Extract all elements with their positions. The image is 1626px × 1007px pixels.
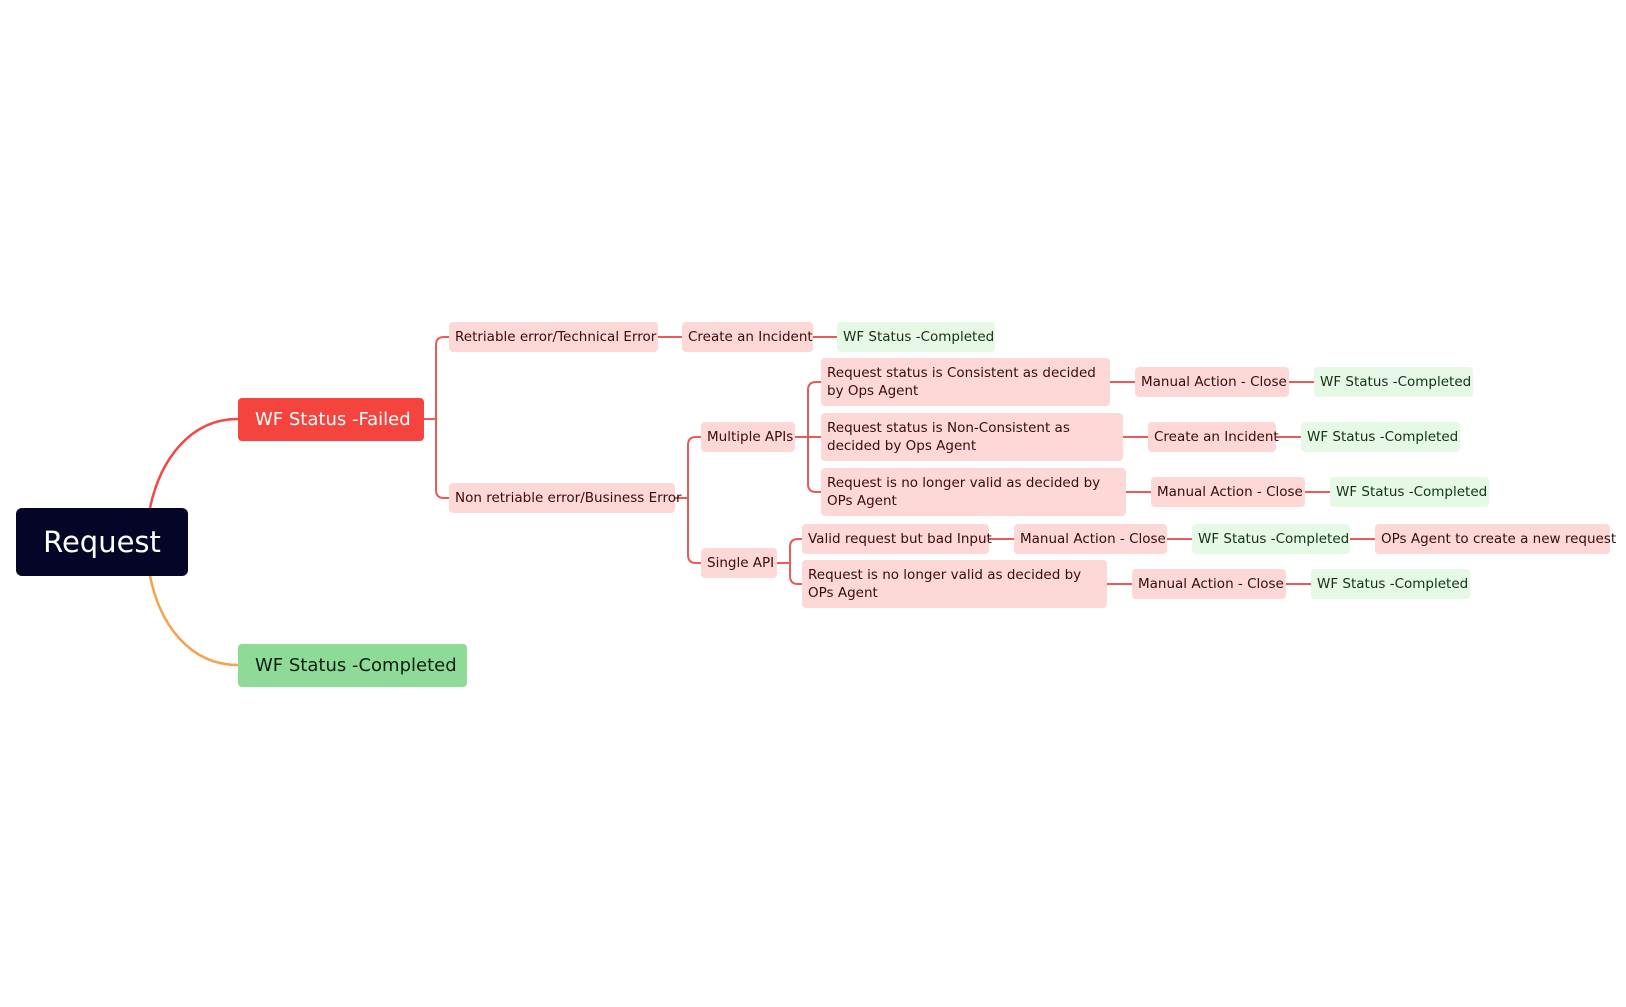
node-multi-novalid-wf-completed[interactable]: WF Status -Completed: [1330, 477, 1489, 507]
node-label: Multiple APIs: [707, 429, 794, 445]
node-nonconsistent-wf-completed[interactable]: WF Status -Completed: [1301, 422, 1460, 452]
node-badinput-wf-completed[interactable]: WF Status -Completed: [1192, 524, 1350, 554]
link-root-failed: [148, 417, 239, 509]
node-non-retriable-error[interactable]: Non retriable error/Business Error: [449, 483, 682, 513]
node-single-api[interactable]: Single API: [701, 548, 777, 578]
node-wf-status-failed[interactable]: WF Status -Failed: [238, 398, 424, 441]
node-label: Create an Incident: [688, 329, 813, 345]
node-valid-request-bad-input[interactable]: Valid request but bad Input: [802, 524, 992, 554]
node-status-consistent[interactable]: Request status is Consistent as decided …: [821, 358, 1110, 406]
node-label: Request is no longer valid as decided by…: [827, 475, 1101, 509]
link-root-completed: [148, 575, 239, 667]
link-failed-children: [424, 336, 451, 499]
node-label: Request status is Non-Consistent as deci…: [827, 420, 1070, 454]
node-retriable-wf-completed[interactable]: WF Status -Completed: [837, 322, 995, 352]
link-nonretriable-children: [675, 436, 703, 564]
node-retriable-create-incident[interactable]: Create an Incident: [682, 322, 813, 352]
root-label: Request: [43, 525, 161, 559]
node-label: WF Status -Completed: [255, 655, 457, 676]
root-node-request[interactable]: Request: [16, 508, 188, 576]
node-label: Non retriable error/Business Error: [455, 490, 682, 506]
node-label: WF Status -Failed: [255, 409, 411, 430]
node-label: WF Status -Completed: [1320, 374, 1472, 390]
node-label: Manual Action - Close: [1157, 484, 1303, 500]
node-label: Manual Action - Close: [1141, 374, 1287, 390]
node-consistent-wf-completed[interactable]: WF Status -Completed: [1314, 367, 1473, 397]
node-single-novalid-manual-close[interactable]: Manual Action - Close: [1132, 569, 1286, 599]
node-single-novalid-wf-completed[interactable]: WF Status -Completed: [1311, 569, 1470, 599]
node-multi-novalid-manual-close[interactable]: Manual Action - Close: [1151, 477, 1305, 507]
node-multiple-apis[interactable]: Multiple APIs: [701, 422, 795, 452]
node-label: Create an Incident: [1154, 429, 1279, 445]
node-label: OPs Agent to create a new request: [1381, 531, 1617, 547]
node-label: Request status is Consistent as decided …: [827, 365, 1096, 399]
node-status-non-consistent[interactable]: Request status is Non-Consistent as deci…: [821, 413, 1123, 461]
node-ops-agent-new-request[interactable]: OPs Agent to create a new request: [1375, 524, 1616, 554]
node-label: Single API: [707, 555, 775, 571]
node-single-no-longer-valid[interactable]: Request is no longer valid as decided by…: [802, 560, 1107, 608]
node-label: WF Status -Completed: [1198, 531, 1350, 547]
node-wf-status-completed[interactable]: WF Status -Completed: [238, 644, 467, 687]
node-label: WF Status -Completed: [1307, 429, 1459, 445]
node-nonconsistent-create-incident[interactable]: Create an Incident: [1148, 422, 1279, 452]
node-badinput-manual-close[interactable]: Manual Action - Close: [1014, 524, 1167, 554]
node-label: Request is no longer valid as decided by…: [808, 567, 1082, 601]
node-retriable-error[interactable]: Retriable error/Technical Error: [449, 322, 658, 352]
node-label: Manual Action - Close: [1138, 576, 1284, 592]
node-multi-no-longer-valid[interactable]: Request is no longer valid as decided by…: [821, 468, 1126, 516]
node-label: WF Status -Completed: [1336, 484, 1488, 500]
node-label: Manual Action - Close: [1020, 531, 1166, 547]
node-label: WF Status -Completed: [843, 329, 995, 345]
link-single-children: [777, 538, 804, 585]
node-consistent-manual-close[interactable]: Manual Action - Close: [1135, 367, 1289, 397]
node-label: Valid request but bad Input: [808, 531, 992, 547]
node-label: Retriable error/Technical Error: [455, 329, 657, 345]
node-label: WF Status -Completed: [1317, 576, 1469, 592]
link-multiple-children: [795, 381, 823, 493]
